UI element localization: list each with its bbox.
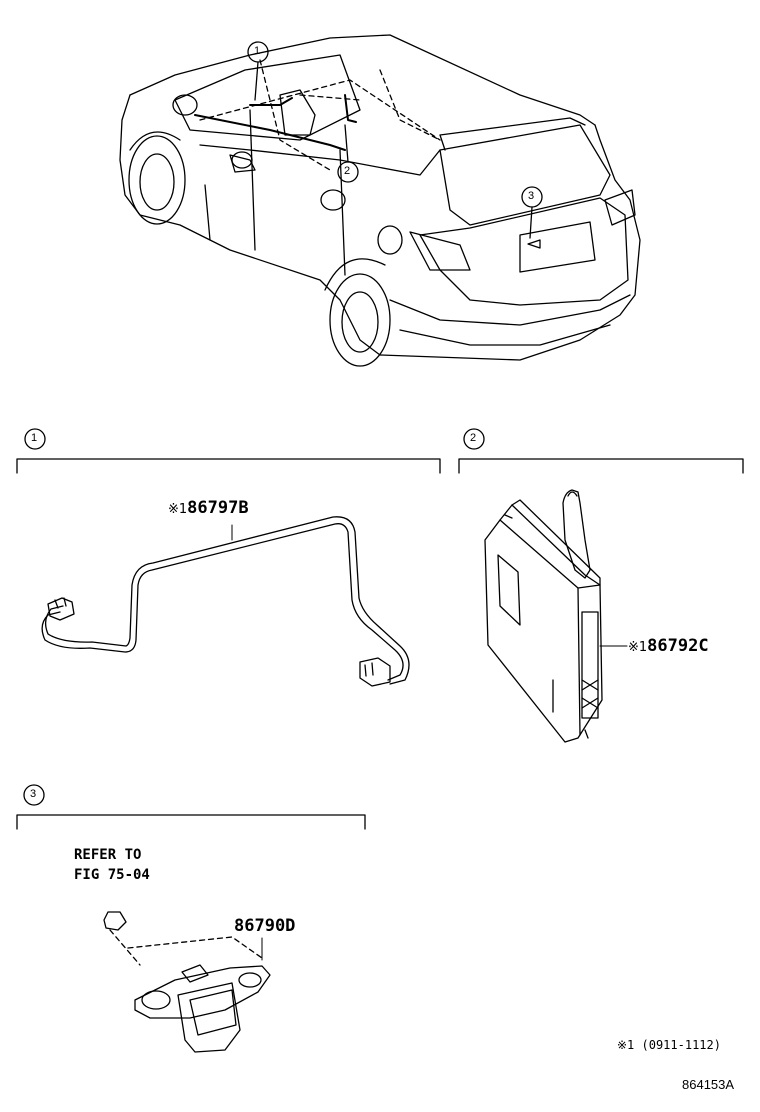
- reference-note-line-1[interactable]: REFER TO: [74, 847, 142, 863]
- section-3-circle: [23, 784, 45, 806]
- part-number: 86790D: [234, 916, 296, 936]
- wire-harness-illustration: [41, 516, 410, 687]
- vehicle-illustration: [119, 34, 641, 367]
- part-label-86792C[interactable]: ※186792C: [628, 638, 709, 655]
- section-3-number: 3: [30, 788, 37, 800]
- camera-control-unit-illustration: [484, 489, 628, 743]
- rear-camera-illustration: [103, 911, 271, 1053]
- applicability-mark: ※1: [628, 640, 648, 655]
- callout-1-circle: [247, 41, 269, 63]
- callout-2-circle: [337, 161, 359, 183]
- callout-3-label: 3: [528, 190, 535, 202]
- reference-note-line-2[interactable]: FIG 75-04: [74, 867, 150, 883]
- part-number: 86797B: [187, 498, 249, 518]
- callout-1-label: 1: [254, 45, 261, 57]
- section-2-number: 2: [470, 432, 477, 444]
- section-2-bracket: [458, 458, 744, 474]
- section-1-bracket: [16, 458, 441, 474]
- section-2-circle: [463, 428, 485, 450]
- applicability-footnote: ※1 (0911-1112): [617, 1038, 721, 1052]
- part-number: 86792C: [647, 636, 709, 656]
- diagram-id: 864153A: [682, 1077, 735, 1092]
- part-label-86790D[interactable]: 86790D: [234, 918, 295, 935]
- callout-3-circle: [521, 186, 543, 208]
- applicability-mark: ※1: [168, 502, 188, 517]
- part-label-86797B[interactable]: ※186797B: [168, 500, 249, 517]
- section-1-circle: [24, 428, 46, 450]
- section-3-bracket: [16, 814, 366, 830]
- section-1-number: 1: [31, 432, 38, 444]
- callout-2-label: 2: [344, 165, 351, 177]
